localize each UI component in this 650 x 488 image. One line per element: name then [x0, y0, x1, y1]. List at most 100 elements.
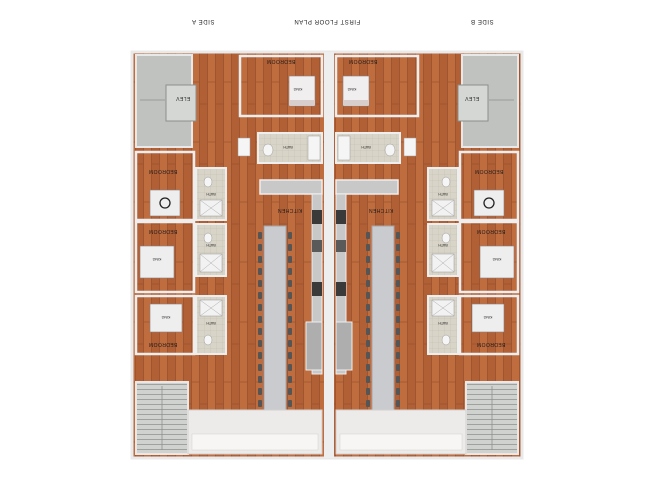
- label-bath-top-b: BATH: [361, 145, 371, 149]
- chair: [288, 316, 292, 323]
- chair: [396, 316, 400, 323]
- chair: [396, 328, 400, 335]
- dining-chairs: [258, 232, 400, 407]
- label-bedroom-a2: BEDROOM: [149, 228, 178, 234]
- side-a-label: SIDE A: [192, 18, 215, 24]
- bed-b2: [479, 245, 515, 279]
- chair: [366, 268, 370, 275]
- plan-title: FIRST FLOOR PLAN: [294, 18, 361, 24]
- chair: [366, 256, 370, 263]
- chair: [288, 268, 292, 275]
- chair: [366, 328, 370, 335]
- label-bath-b3: BATH: [438, 321, 448, 325]
- chair: [396, 364, 400, 371]
- chair: [396, 376, 400, 383]
- chair: [396, 388, 400, 395]
- chair: [366, 244, 370, 251]
- chair: [396, 352, 400, 359]
- chair: [366, 304, 370, 311]
- chair: [396, 268, 400, 275]
- bed-b1: [473, 189, 505, 217]
- label-kitchen-a: KITCHEN: [278, 207, 303, 213]
- chair: [258, 268, 262, 275]
- chair: [396, 304, 400, 311]
- bed-a2: [139, 245, 175, 279]
- chair: [258, 364, 262, 371]
- chair: [366, 316, 370, 323]
- chair: [258, 328, 262, 335]
- chair: [288, 364, 292, 371]
- chair: [288, 400, 292, 407]
- label-king-top-b: KING: [347, 87, 356, 91]
- label-bath-a3: BATH: [206, 321, 216, 325]
- label-king-a3: KING: [161, 315, 170, 319]
- label-king-a2: KING: [152, 257, 161, 261]
- elevator-car-a: [165, 84, 197, 122]
- chair: [396, 400, 400, 407]
- chair: [396, 340, 400, 347]
- chair: [258, 256, 262, 263]
- chair: [288, 256, 292, 263]
- label-bath-b1: BATH: [438, 192, 448, 196]
- chair: [288, 388, 292, 395]
- label-king-top-a: KING: [293, 87, 302, 91]
- label-bedroom-top-a: BEDROOM: [267, 58, 296, 64]
- label-bath-a2: BATH: [206, 243, 216, 247]
- chair: [258, 352, 262, 359]
- chair: [258, 376, 262, 383]
- side-b-label: SIDE B: [470, 18, 493, 24]
- chair: [366, 388, 370, 395]
- label-kitchen-b: KITCHEN: [369, 207, 394, 213]
- chair: [288, 328, 292, 335]
- label-bedroom-a3: BEDROOM: [149, 341, 178, 347]
- chair: [258, 292, 262, 299]
- chair: [366, 292, 370, 299]
- party-wall: [324, 52, 334, 458]
- chair: [288, 304, 292, 311]
- chair: [258, 244, 262, 251]
- chair: [396, 280, 400, 287]
- chair: [288, 280, 292, 287]
- chair: [258, 388, 262, 395]
- chair: [288, 244, 292, 251]
- chair: [366, 376, 370, 383]
- chair: [258, 280, 262, 287]
- chair: [366, 364, 370, 371]
- label-elev-b: ELEV: [465, 95, 480, 101]
- kitchen-counter-a: [259, 179, 323, 195]
- label-king-b2: KING: [492, 257, 501, 261]
- chair: [288, 292, 292, 299]
- label-bedroom-a1: BEDROOM: [149, 168, 178, 174]
- chair: [366, 232, 370, 239]
- chair: [396, 256, 400, 263]
- bed-a1: [149, 189, 181, 217]
- label-bedroom-b3: BEDROOM: [477, 341, 506, 347]
- chair: [288, 376, 292, 383]
- bed-a3: [149, 303, 183, 333]
- chair: [258, 232, 262, 239]
- chair: [288, 352, 292, 359]
- label-elev-a: ELEV: [176, 95, 191, 101]
- chair: [366, 280, 370, 287]
- chair: [258, 400, 262, 407]
- label-bath-a1: BATH: [206, 192, 216, 196]
- chair: [366, 340, 370, 347]
- chair: [258, 316, 262, 323]
- chair: [366, 352, 370, 359]
- kitchen-island-b: [371, 225, 395, 413]
- chair: [258, 304, 262, 311]
- label-king-b3: KING: [483, 315, 492, 319]
- kitchen-island-a: [263, 225, 287, 413]
- chair: [366, 400, 370, 407]
- bed-b3: [471, 303, 505, 333]
- kitchen-counter-b: [335, 179, 399, 195]
- chair: [396, 292, 400, 299]
- chair: [396, 244, 400, 251]
- label-bath-top-a: BATH: [283, 145, 293, 149]
- elevator-car-b: [457, 84, 489, 122]
- label-bedroom-b1: BEDROOM: [475, 168, 504, 174]
- chair: [288, 232, 292, 239]
- label-bedroom-top-b: BEDROOM: [349, 58, 378, 64]
- chair: [288, 340, 292, 347]
